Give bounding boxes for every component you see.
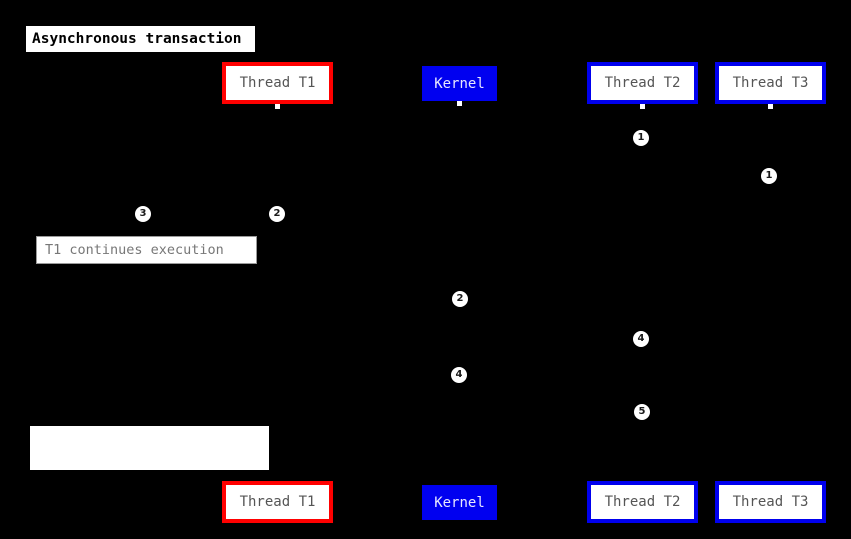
lifeline-connector-nub xyxy=(768,104,773,109)
step-badge: 4 xyxy=(633,331,649,347)
step-badge: 3 xyxy=(135,206,151,222)
lifeline-connector-nub xyxy=(640,104,645,109)
lifeline-label: Thread T1 xyxy=(239,494,316,510)
note-label: T1 continues execution xyxy=(45,242,224,258)
lifeline-connector-nub xyxy=(457,101,462,106)
lifeline-label: Thread T2 xyxy=(604,494,681,510)
footer-lifeline-kernel[interactable]: Kernel xyxy=(422,485,497,520)
step-badge: 2 xyxy=(452,291,468,307)
lifeline-connector-nub xyxy=(275,104,280,109)
step-badge: 2 xyxy=(269,206,285,222)
header-lifeline-thread-t1[interactable]: Thread T1 xyxy=(222,62,333,104)
footer-lifeline-thread-t1[interactable]: Thread T1 xyxy=(222,481,333,523)
lifeline-label: Kernel xyxy=(434,494,485,511)
step-badge: 5 xyxy=(634,404,650,420)
header-lifeline-kernel[interactable]: Kernel xyxy=(422,66,497,101)
header-lifeline-thread-t3[interactable]: Thread T3 xyxy=(715,62,826,104)
lifeline-label: Thread T3 xyxy=(732,494,809,510)
step-badge: 1 xyxy=(633,130,649,146)
header-lifeline-thread-t2[interactable]: Thread T2 xyxy=(587,62,698,104)
note-box: T1 continues execution xyxy=(36,236,257,264)
footer-lifeline-thread-t3[interactable]: Thread T3 xyxy=(715,481,826,523)
lifeline-label: Thread T1 xyxy=(239,75,316,91)
blank-note-box xyxy=(30,426,269,470)
footer-lifeline-thread-t2[interactable]: Thread T2 xyxy=(587,481,698,523)
lifeline-label: Thread T3 xyxy=(732,75,809,91)
step-badge: 4 xyxy=(451,367,467,383)
lifeline-label: Kernel xyxy=(434,75,485,92)
diagram-title-box: Asynchronous transaction xyxy=(26,26,255,52)
step-badge: 1 xyxy=(761,168,777,184)
lifeline-label: Thread T2 xyxy=(604,75,681,91)
